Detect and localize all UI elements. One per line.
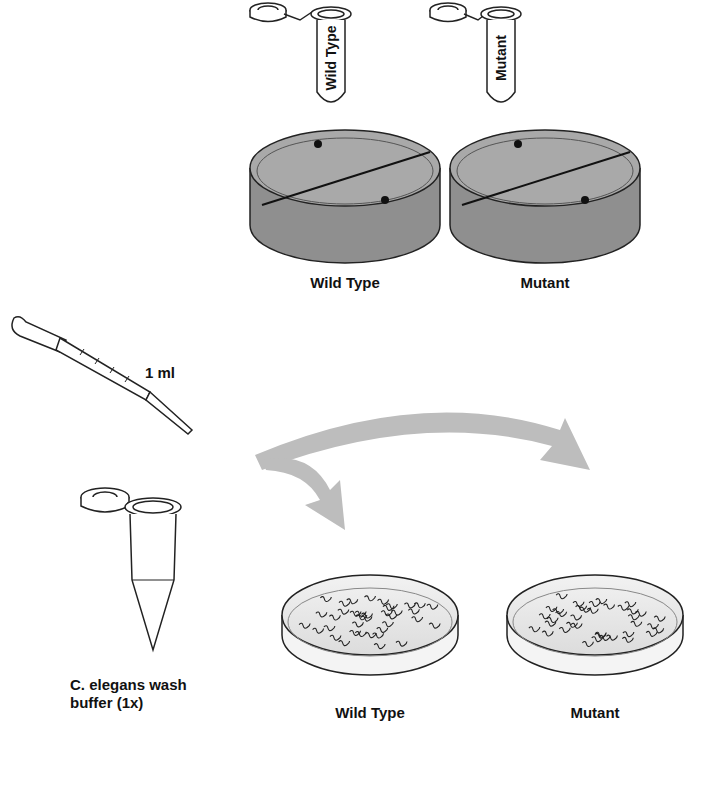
transfer-pipette [12, 317, 192, 434]
worm [377, 627, 388, 632]
plate-label: Wild Type [310, 274, 380, 291]
volume-label: 1 ml [145, 364, 175, 381]
plate-label: Mutant [520, 274, 569, 291]
worm [404, 603, 415, 608]
worm [429, 623, 440, 628]
worm [631, 621, 642, 626]
worm [347, 599, 358, 604]
worm [313, 628, 324, 633]
tube-label: Wild Type [323, 26, 339, 91]
worm [547, 618, 558, 623]
worm [396, 641, 407, 646]
buffer-label: C. elegans wash buffer (1x) [70, 676, 220, 712]
worm [622, 637, 633, 642]
worm [381, 611, 392, 616]
worm [571, 615, 582, 620]
worm [646, 631, 657, 636]
worm [623, 632, 634, 637]
worm [576, 605, 587, 610]
tube-label: Mutant [493, 35, 509, 81]
worm [559, 628, 570, 633]
worm [582, 642, 593, 647]
worm [355, 632, 366, 637]
worm [596, 599, 607, 604]
worm [356, 615, 367, 620]
worm [647, 624, 658, 629]
plate-label: Mutant [570, 704, 619, 721]
worm [324, 626, 335, 631]
worm [599, 635, 610, 640]
worm [365, 633, 376, 638]
worm [556, 594, 567, 599]
worm [330, 635, 341, 640]
tube-mutant [430, 3, 521, 102]
plate-wild-type [250, 130, 440, 263]
worm [364, 596, 375, 601]
worm [618, 605, 629, 610]
worm [654, 616, 665, 621]
worm [329, 615, 340, 620]
worm-plate-wild-type [282, 575, 458, 675]
worm [382, 622, 393, 627]
plate-label: Wild Type [335, 704, 405, 721]
transfer-arrows [255, 412, 590, 530]
worm [339, 641, 350, 646]
tube-wild-type [250, 3, 351, 102]
worm [628, 615, 639, 620]
worm [625, 602, 636, 607]
worm [378, 599, 389, 604]
worm [320, 597, 331, 602]
worm [299, 623, 310, 628]
worm [427, 604, 438, 609]
worm [338, 609, 349, 614]
worm [542, 631, 553, 636]
worm [316, 612, 327, 617]
worm [529, 627, 540, 632]
worm [604, 604, 615, 609]
worm [408, 609, 419, 614]
worm [556, 612, 567, 617]
worm-plate-mutant [507, 575, 683, 675]
plate-mutant [450, 130, 640, 263]
worm [374, 644, 385, 649]
worm [587, 608, 598, 613]
worm [589, 602, 600, 607]
worm [414, 603, 425, 608]
worm [352, 622, 363, 627]
worm [386, 604, 397, 609]
worm [627, 609, 638, 614]
worm [391, 610, 402, 615]
worm [383, 605, 394, 610]
worm [412, 617, 423, 622]
worm [386, 614, 397, 619]
buffer-tube [81, 488, 181, 650]
worm [566, 622, 577, 627]
worm [339, 601, 350, 606]
